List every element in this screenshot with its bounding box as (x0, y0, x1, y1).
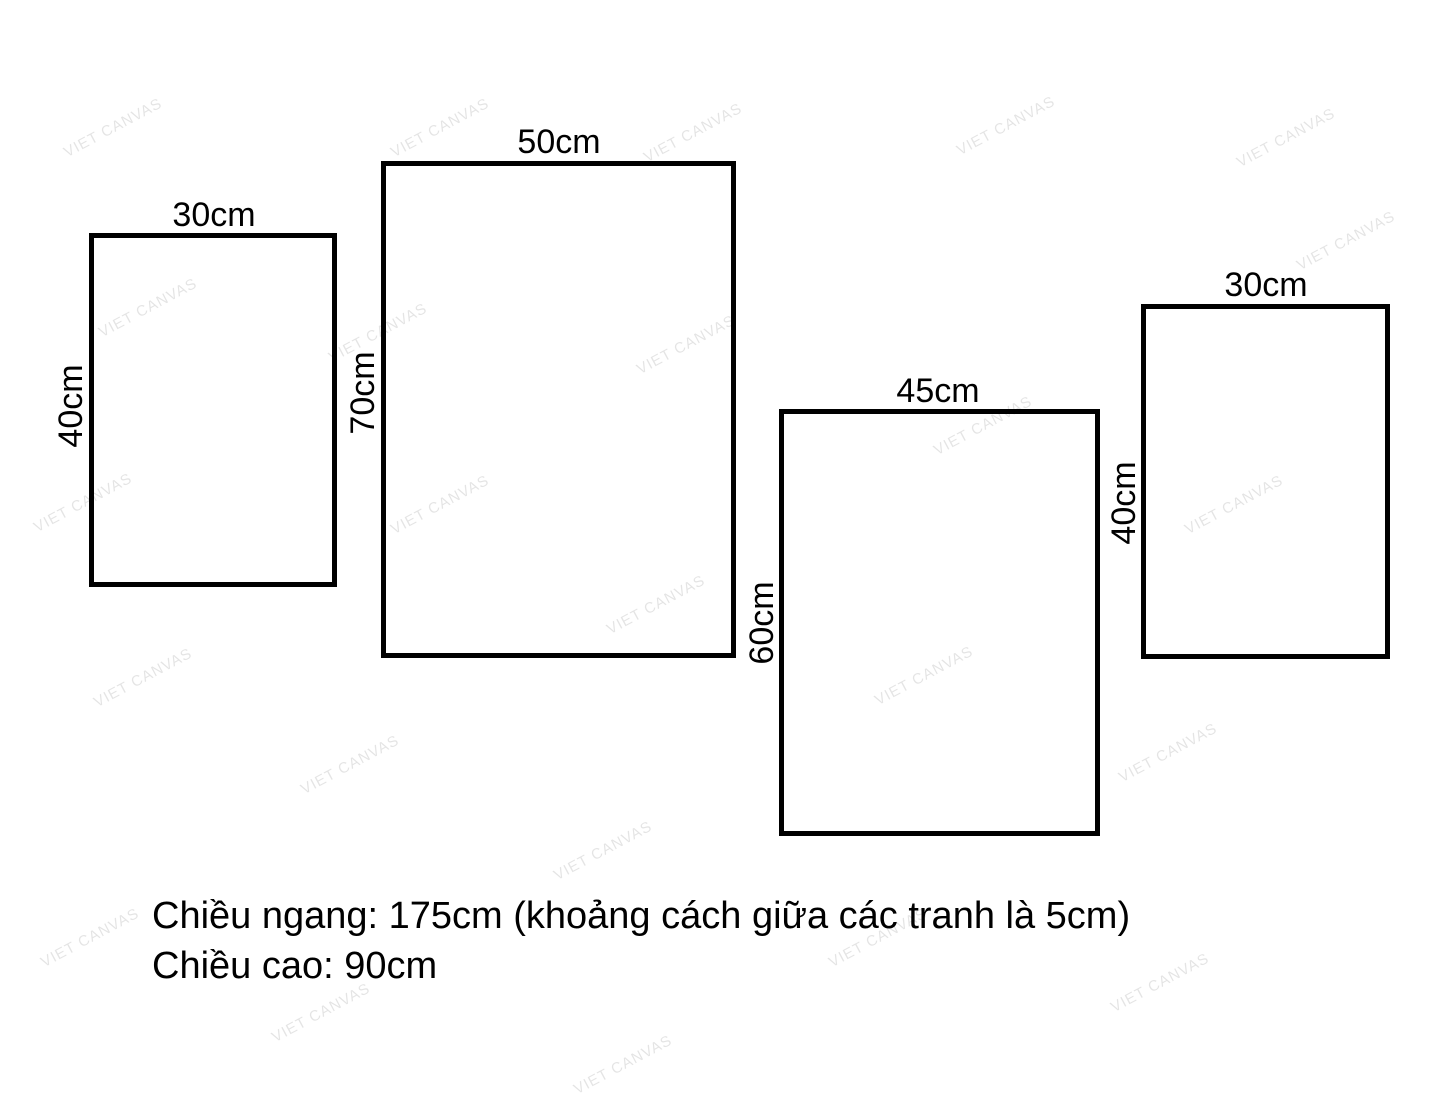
frame-4-width-label: 30cm (1224, 266, 1308, 304)
watermark-text: VIET CANVAS (388, 94, 493, 162)
frame-3-height-label: 60cm (743, 581, 781, 665)
watermark-text: VIET CANVAS (269, 979, 374, 1047)
caption-width-line: Chiều ngang: 175cm (khoảng cách giữa các… (152, 895, 1131, 937)
frame-4-height-label: 40cm (1105, 461, 1143, 545)
watermark-text: VIET CANVAS (298, 731, 403, 799)
watermark-text: VIET CANVAS (61, 94, 166, 162)
caption-height-line: Chiều cao: 90cm (152, 945, 438, 987)
frame-1-width-label: 30cm (172, 196, 256, 234)
watermark-text: VIET CANVAS (1116, 719, 1221, 787)
watermark-text: VIET CANVAS (1294, 207, 1399, 275)
watermark-text: VIET CANVAS (1108, 949, 1213, 1017)
frame-3-outline (779, 409, 1100, 836)
frame-1-height-label: 40cm (52, 364, 90, 448)
frame-2-width-label: 50cm (517, 123, 601, 161)
watermark-text: VIET CANVAS (954, 92, 1059, 160)
watermark-text: VIET CANVAS (91, 644, 196, 712)
watermark-text: VIET CANVAS (38, 904, 143, 972)
watermark-text: VIET CANVAS (1234, 104, 1339, 172)
frame-4-outline (1141, 304, 1390, 659)
watermark-text: VIET CANVAS (571, 1031, 676, 1098)
watermark-text: VIET CANVAS (641, 99, 746, 167)
frame-2-outline (381, 161, 736, 658)
frame-3-width-label: 45cm (896, 372, 980, 410)
frame-2-height-label: 70cm (344, 351, 382, 435)
watermark-text: VIET CANVAS (551, 817, 656, 885)
frame-1-outline (89, 233, 337, 587)
